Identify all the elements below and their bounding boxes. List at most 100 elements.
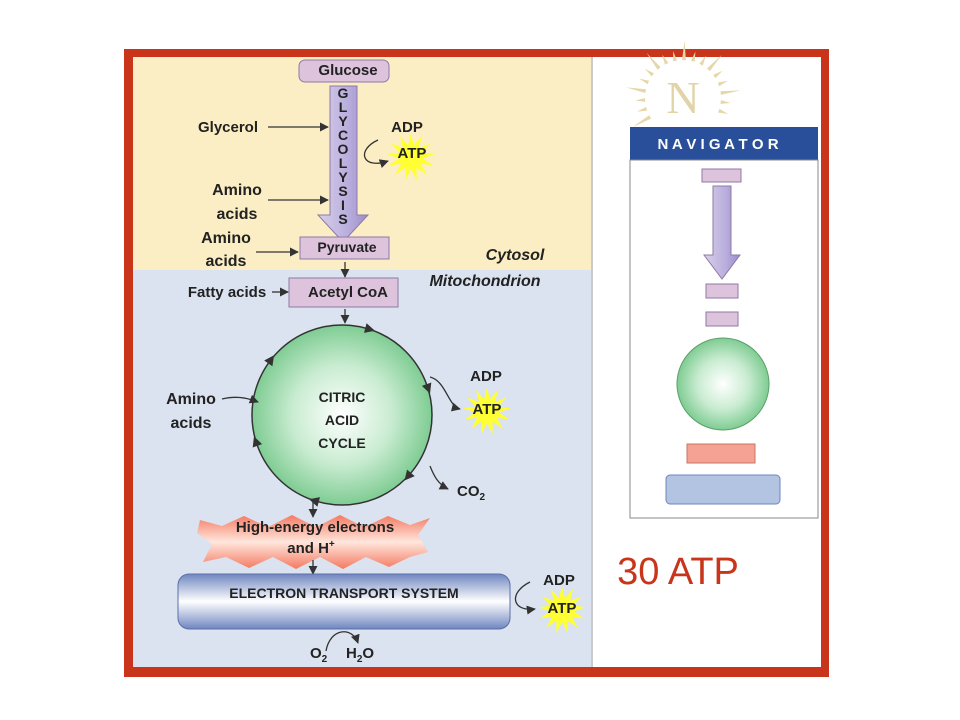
compass-ray xyxy=(644,68,654,77)
atp-cycle-arrow-3 xyxy=(514,581,536,615)
atp-label-1: ATP xyxy=(398,145,427,162)
navigator-title-bar xyxy=(630,127,818,160)
adp-label-2: ADP xyxy=(470,368,502,385)
atp-label-3: ATP xyxy=(548,600,577,617)
navigator-electrons-box xyxy=(686,443,756,464)
glycolysis-letter: L xyxy=(339,99,348,115)
cytosol-label: Cytosol xyxy=(486,247,545,264)
cycle-ring xyxy=(251,324,433,506)
compass-ray xyxy=(699,55,706,66)
compass-ray xyxy=(637,107,648,112)
o2-subscript: 2 xyxy=(322,654,328,665)
o2-text: O xyxy=(310,645,322,662)
cycle-label-line2: ACID xyxy=(325,412,359,428)
compass-ray xyxy=(635,98,646,102)
acetyl-coa-label: Acetyl CoA xyxy=(308,284,388,301)
amino-label-1: Amino xyxy=(212,182,262,199)
compass-ray xyxy=(662,54,669,65)
amino-arrow-3 xyxy=(221,394,259,404)
pyruvate-label: Pyruvate xyxy=(317,239,376,255)
compass-ray xyxy=(632,115,652,127)
glycolysis-letter: Y xyxy=(338,113,348,129)
navigator-pyruvate-box xyxy=(705,283,739,299)
compass-ray xyxy=(673,51,677,62)
h2o-h: H xyxy=(346,645,357,662)
compass-ray xyxy=(718,108,729,114)
h2o-subscript: 2 xyxy=(357,654,363,665)
glycolysis-arrow xyxy=(316,85,370,243)
cycle-label-line3: CYCLE xyxy=(318,435,365,451)
compass-ray xyxy=(707,54,722,72)
cycle-arrowhead xyxy=(252,436,263,448)
navigator-cycle xyxy=(676,337,770,431)
compass-ray xyxy=(682,40,686,61)
adp-label-3: ADP xyxy=(543,572,575,589)
atp-burst-3 xyxy=(538,586,586,634)
cycle-arrowhead xyxy=(264,355,275,367)
navigator-glycolysis-arrow xyxy=(703,185,741,280)
cycle-arrowhead xyxy=(364,323,375,333)
compass-ray xyxy=(626,87,646,93)
co2-subscript: 2 xyxy=(480,492,486,503)
glycolysis-letter: S xyxy=(338,183,347,199)
oxygen-to-water-arrow xyxy=(325,631,360,652)
h2o-label: H2O xyxy=(346,645,374,665)
ets-label: ELECTRON TRANSPORT SYSTEM xyxy=(229,585,458,601)
amino-label-3: Amino xyxy=(166,391,216,408)
navigator-acetyl-box xyxy=(705,311,739,327)
high-energy-electrons-burst xyxy=(197,515,430,569)
co2-label: CO2 xyxy=(457,483,486,503)
fatty-acids-label: Fatty acids xyxy=(188,284,266,301)
compass-ray xyxy=(717,80,728,87)
compass-ray xyxy=(646,52,661,70)
navigator-glucose-box xyxy=(701,168,742,183)
electrons-label-line2: and H+ xyxy=(287,539,335,557)
atp-cycle-arrow-1 xyxy=(363,139,389,168)
glycolysis-letter: L xyxy=(339,155,348,171)
navigator-title: N A V I G A T O R xyxy=(657,136,778,153)
glycolysis-letter: C xyxy=(338,127,348,143)
glycolysis-letter: G xyxy=(338,85,349,101)
electrons-label-line1: High-energy electrons xyxy=(236,519,394,536)
h2o-o: O xyxy=(362,645,374,662)
cycle-arrowhead xyxy=(421,382,432,394)
compass-ray xyxy=(713,70,723,79)
glycolysis-letter: O xyxy=(338,141,349,157)
electron-transport-system xyxy=(177,573,511,630)
cycle-arrowheads xyxy=(252,323,432,507)
atp-burst-1 xyxy=(387,133,435,181)
glycerol-label: Glycerol xyxy=(198,119,258,136)
glycolysis-letter: S xyxy=(338,211,347,227)
cycle-label-line1: CITRIC xyxy=(319,389,366,405)
glycolysis-letter: I xyxy=(341,197,345,213)
citric-acid-cycle xyxy=(252,325,432,505)
glycolysis-letter: Y xyxy=(338,169,348,185)
atp-cycle-arrow-2 xyxy=(429,376,461,412)
atp-label-2: ATP xyxy=(473,401,502,418)
mitochondrion-label: Mitochondrion xyxy=(429,273,540,290)
pyruvate-box xyxy=(299,236,390,260)
co2-arrow xyxy=(429,465,449,490)
compass-ray xyxy=(691,51,696,62)
cycle-arrowhead xyxy=(309,497,320,507)
navigator-compass-rays xyxy=(626,40,741,127)
atp-total-label: 30 ATP xyxy=(617,551,739,593)
co2-text: CO xyxy=(457,483,480,500)
compass-ray xyxy=(639,78,650,85)
amino-label-2: Amino xyxy=(201,230,251,247)
cytosol-region xyxy=(133,57,591,270)
h-plus-superscript: + xyxy=(329,539,335,550)
navigator-logo-letter: N xyxy=(666,72,699,123)
o2-label: O2 xyxy=(310,645,328,665)
acids-label-3: acids xyxy=(171,415,212,432)
navigator-ets-box xyxy=(665,474,781,505)
glucose-label: Glucose xyxy=(318,62,377,79)
electrons-and-h: and H xyxy=(287,540,329,557)
acids-label-1: acids xyxy=(217,206,258,223)
glucose-box xyxy=(298,59,390,83)
cycle-arrowhead xyxy=(404,469,415,481)
atp-burst-2 xyxy=(463,387,511,435)
compass-ray xyxy=(720,90,741,95)
